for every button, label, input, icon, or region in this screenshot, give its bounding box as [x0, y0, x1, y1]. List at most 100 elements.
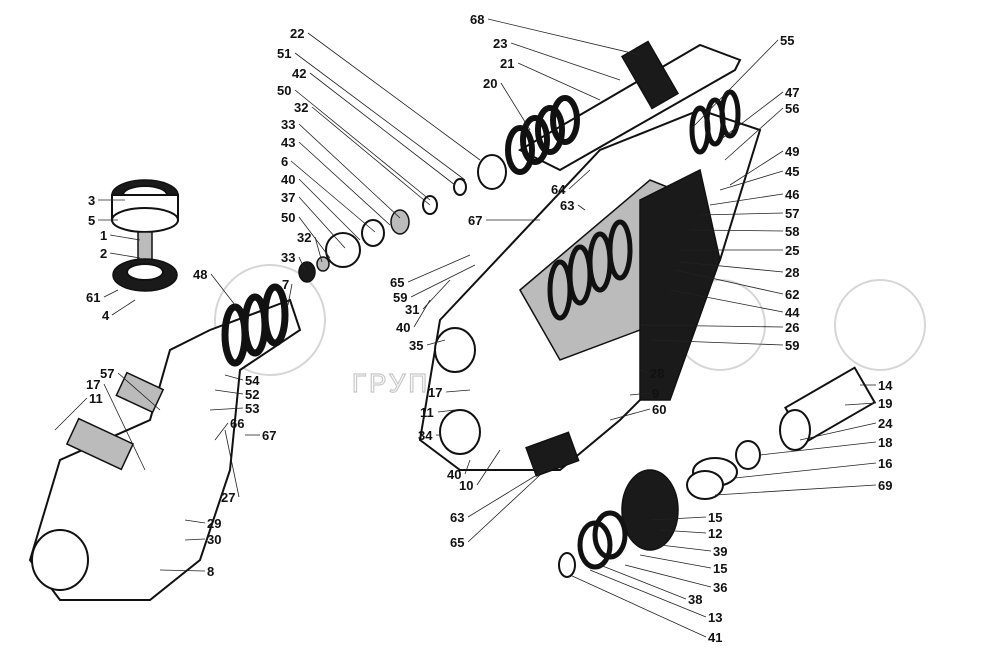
callout-label-52: 52: [245, 387, 259, 402]
callout-label-4: 4: [102, 308, 110, 323]
callout-label-64: 64: [551, 182, 566, 197]
leader-line: [599, 564, 687, 600]
leader-line: [467, 469, 546, 518]
callout-label-56: 56: [785, 101, 799, 116]
callout-label-28: 28: [785, 265, 799, 280]
leader-line: [103, 383, 146, 471]
callout-labels: 3512614487225142503233436403750323368232…: [86, 12, 893, 645]
callout-label-54: 54: [245, 373, 260, 388]
callout-label-28: 28: [650, 366, 664, 381]
leader-line: [569, 574, 707, 638]
callout-label-63: 63: [560, 198, 574, 213]
leader-line: [629, 392, 651, 396]
leader-line: [639, 369, 649, 374]
callout-label-3: 3: [88, 193, 95, 208]
callout-label-18: 18: [878, 435, 892, 450]
callout-label-33: 33: [281, 250, 295, 265]
callout-label-17: 17: [86, 377, 100, 392]
callout-label-23: 23: [493, 36, 507, 51]
callout-label-61: 61: [86, 290, 100, 305]
leader-line: [298, 141, 391, 226]
callout-label-44: 44: [785, 305, 800, 320]
callout-label-1: 1: [100, 228, 107, 243]
leader-line: [464, 459, 471, 475]
leader-line: [724, 107, 784, 161]
callout-label-16: 16: [878, 456, 892, 471]
leader-line: [709, 193, 784, 206]
leader-line: [410, 264, 476, 298]
leader-line: [679, 261, 784, 273]
leader-line: [487, 18, 641, 56]
leader-line: [476, 449, 501, 486]
leader-line: [298, 256, 306, 271]
callout-label-42: 42: [292, 66, 306, 81]
leader-line: [287, 283, 293, 306]
leader-line: [311, 106, 431, 206]
leader-line: [214, 422, 229, 441]
callout-label-43: 43: [281, 135, 295, 150]
leader-line: [224, 429, 240, 498]
callout-label-38: 38: [688, 592, 702, 607]
callout-label-63: 63: [450, 510, 464, 525]
leader-line: [309, 72, 456, 186]
leader-line: [426, 339, 446, 346]
callout-label-40: 40: [396, 320, 410, 335]
leader-line: [298, 123, 401, 219]
leader-line: [568, 169, 591, 190]
leader-line: [714, 484, 877, 496]
leader-line: [517, 62, 601, 101]
leader-line: [734, 462, 877, 479]
callout-label-57: 57: [785, 206, 799, 221]
leader-line: [445, 389, 471, 393]
callout-label-15: 15: [713, 561, 727, 576]
callout-label-22: 22: [290, 26, 304, 41]
leader-line: [224, 374, 244, 381]
leader-line: [407, 254, 471, 283]
leader-line: [669, 289, 784, 313]
callout-label-24: 24: [878, 416, 893, 431]
leader-line: [659, 529, 707, 534]
leader-line: [729, 150, 784, 186]
leader-line: [759, 441, 877, 456]
leader-line: [117, 372, 161, 411]
leader-line: [209, 407, 244, 411]
leader-line: [719, 91, 784, 141]
leader-line: [109, 252, 141, 259]
pump-housing: [418, 89, 762, 477]
leader-line: [314, 236, 323, 263]
callout-label-8: 8: [207, 564, 214, 579]
callout-label-34: 34: [418, 428, 433, 443]
callout-label-55: 55: [780, 33, 794, 48]
callout-label-45: 45: [785, 164, 799, 179]
callout-label-51: 51: [277, 46, 291, 61]
callout-label-32: 32: [297, 230, 311, 245]
callout-label-12: 12: [708, 526, 722, 541]
callout-label-31: 31: [405, 302, 419, 317]
callout-label-21: 21: [500, 56, 514, 71]
callout-label-40: 40: [281, 172, 295, 187]
callout-label-29: 29: [207, 516, 221, 531]
leader-line: [54, 397, 88, 431]
cap-assembly: [111, 179, 179, 292]
callout-label-9: 9: [652, 386, 659, 401]
leader-line: [298, 196, 346, 249]
callout-label-35: 35: [409, 338, 423, 353]
leader-line: [649, 339, 784, 346]
callout-label-11: 11: [89, 391, 103, 406]
callout-label-7: 7: [282, 277, 289, 292]
callout-label-36: 36: [713, 580, 727, 595]
callout-label-65: 65: [450, 535, 464, 550]
callout-label-41: 41: [708, 630, 722, 645]
callout-label-57: 57: [100, 366, 114, 381]
leader-line: [689, 39, 779, 131]
callout-label-30: 30: [207, 532, 221, 547]
leader-line: [719, 170, 784, 191]
leader-line: [844, 402, 877, 406]
callout-label-33: 33: [281, 117, 295, 132]
leader-line: [103, 289, 119, 298]
leader-line: [510, 42, 621, 81]
leader-line: [184, 519, 206, 524]
leader-line: [659, 544, 712, 552]
callout-label-15: 15: [708, 510, 722, 525]
